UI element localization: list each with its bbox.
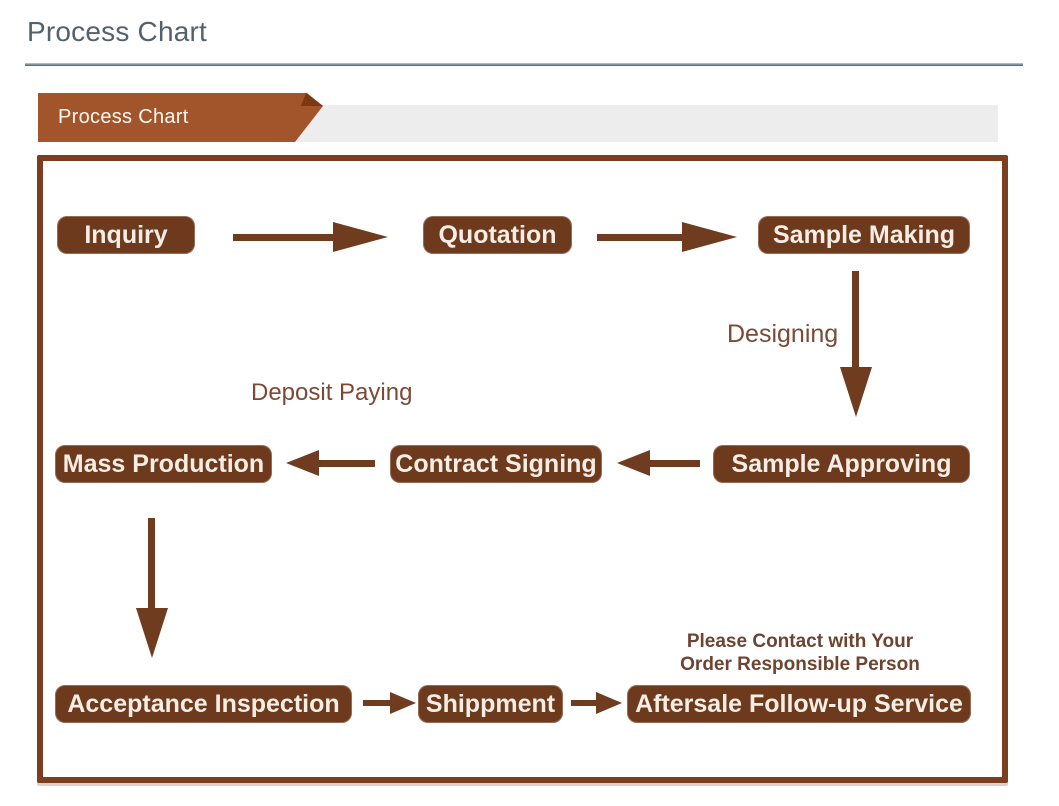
banner-ribbon: Process Chart [38,93,323,142]
arrow-shippment-aftersale-head [596,692,622,714]
node-shippment: Shippment [418,685,563,723]
arrow-inquiry-quotation-line [233,234,336,241]
arrow-designing-line [852,271,859,368]
node-inquiry: Inquiry [57,216,195,254]
contact-note: Please Contact with Your Order Responsib… [627,630,973,676]
node-quotation-label: Quotation [438,220,557,249]
arrow-massproduction-inspection-line [148,518,155,609]
node-aftersale-label: Aftersale Follow-up Service [635,689,963,718]
node-quotation: Quotation [423,216,572,254]
node-acceptance-inspection-label: Acceptance Inspection [67,689,340,718]
node-shippment-label: Shippment [425,689,556,718]
node-aftersale-follow-up-service: Aftersale Follow-up Service [627,685,971,723]
arrow-inspection-shippment-line [363,700,392,706]
edge-label-deposit-paying: Deposit Paying [251,379,413,406]
arrow-shippment-aftersale-line [571,700,598,706]
arrow-inspection-shippment-head [390,692,416,714]
arrow-contract-massproduction-head [286,450,319,476]
node-mass-production-label: Mass Production [62,449,265,478]
arrow-inquiry-quotation-head [333,222,388,252]
page-title: Process Chart [27,16,207,47]
arrow-approving-contract-head [617,450,650,476]
node-acceptance-inspection: Acceptance Inspection [55,685,352,723]
node-sample-making: Sample Making [758,216,970,254]
node-inquiry-label: Inquiry [84,220,168,249]
arrow-quotation-samplemaking-head [682,222,737,252]
node-sample-making-label: Sample Making [773,220,955,249]
arrow-designing-head [840,367,872,417]
node-contract-signing: Contract Signing [390,445,602,483]
contact-note-line1: Please Contact with Your [686,631,914,652]
banner-label: Process Chart [58,106,189,128]
title-divider [25,63,1023,66]
arrow-quotation-samplemaking-line [597,234,683,241]
node-sample-approving: Sample Approving [713,445,970,483]
node-mass-production: Mass Production [55,445,272,483]
arrow-massproduction-inspection-head [136,608,168,658]
arrow-contract-massproduction-line [317,460,375,467]
edge-label-designing: Designing [727,320,839,348]
arrow-approving-contract-line [648,460,700,467]
node-sample-approving-label: Sample Approving [731,449,952,478]
contact-note-line2: Order Responsible Person [680,654,920,675]
node-contract-signing-label: Contract Signing [395,449,597,478]
